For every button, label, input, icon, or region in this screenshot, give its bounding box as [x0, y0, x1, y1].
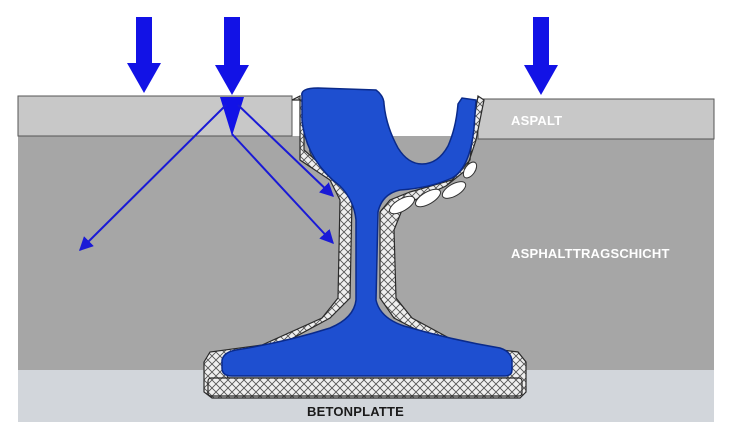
force-vector-left — [79, 104, 227, 251]
label-asphalt-base: ASPHALTTRAGSCHICHT — [511, 246, 670, 261]
rail-base-pad — [207, 377, 523, 397]
force-vector-upper-right — [237, 104, 335, 197]
label-asphalt-surface: ASPALT — [511, 113, 562, 128]
force-vector-lower-right — [231, 133, 334, 245]
asphalt-surface-layer-left — [17, 95, 293, 137]
load-arrow-middle — [215, 17, 249, 95]
groove-rail — [221, 87, 513, 377]
force-wedge — [220, 97, 244, 136]
asphalt-surface-layer-right — [477, 98, 715, 140]
load-arrow-right — [524, 17, 558, 95]
force-vectors — [79, 104, 335, 251]
label-concrete-slab: BETONPLATTE — [307, 404, 404, 419]
load-arrow-left — [127, 17, 161, 93]
